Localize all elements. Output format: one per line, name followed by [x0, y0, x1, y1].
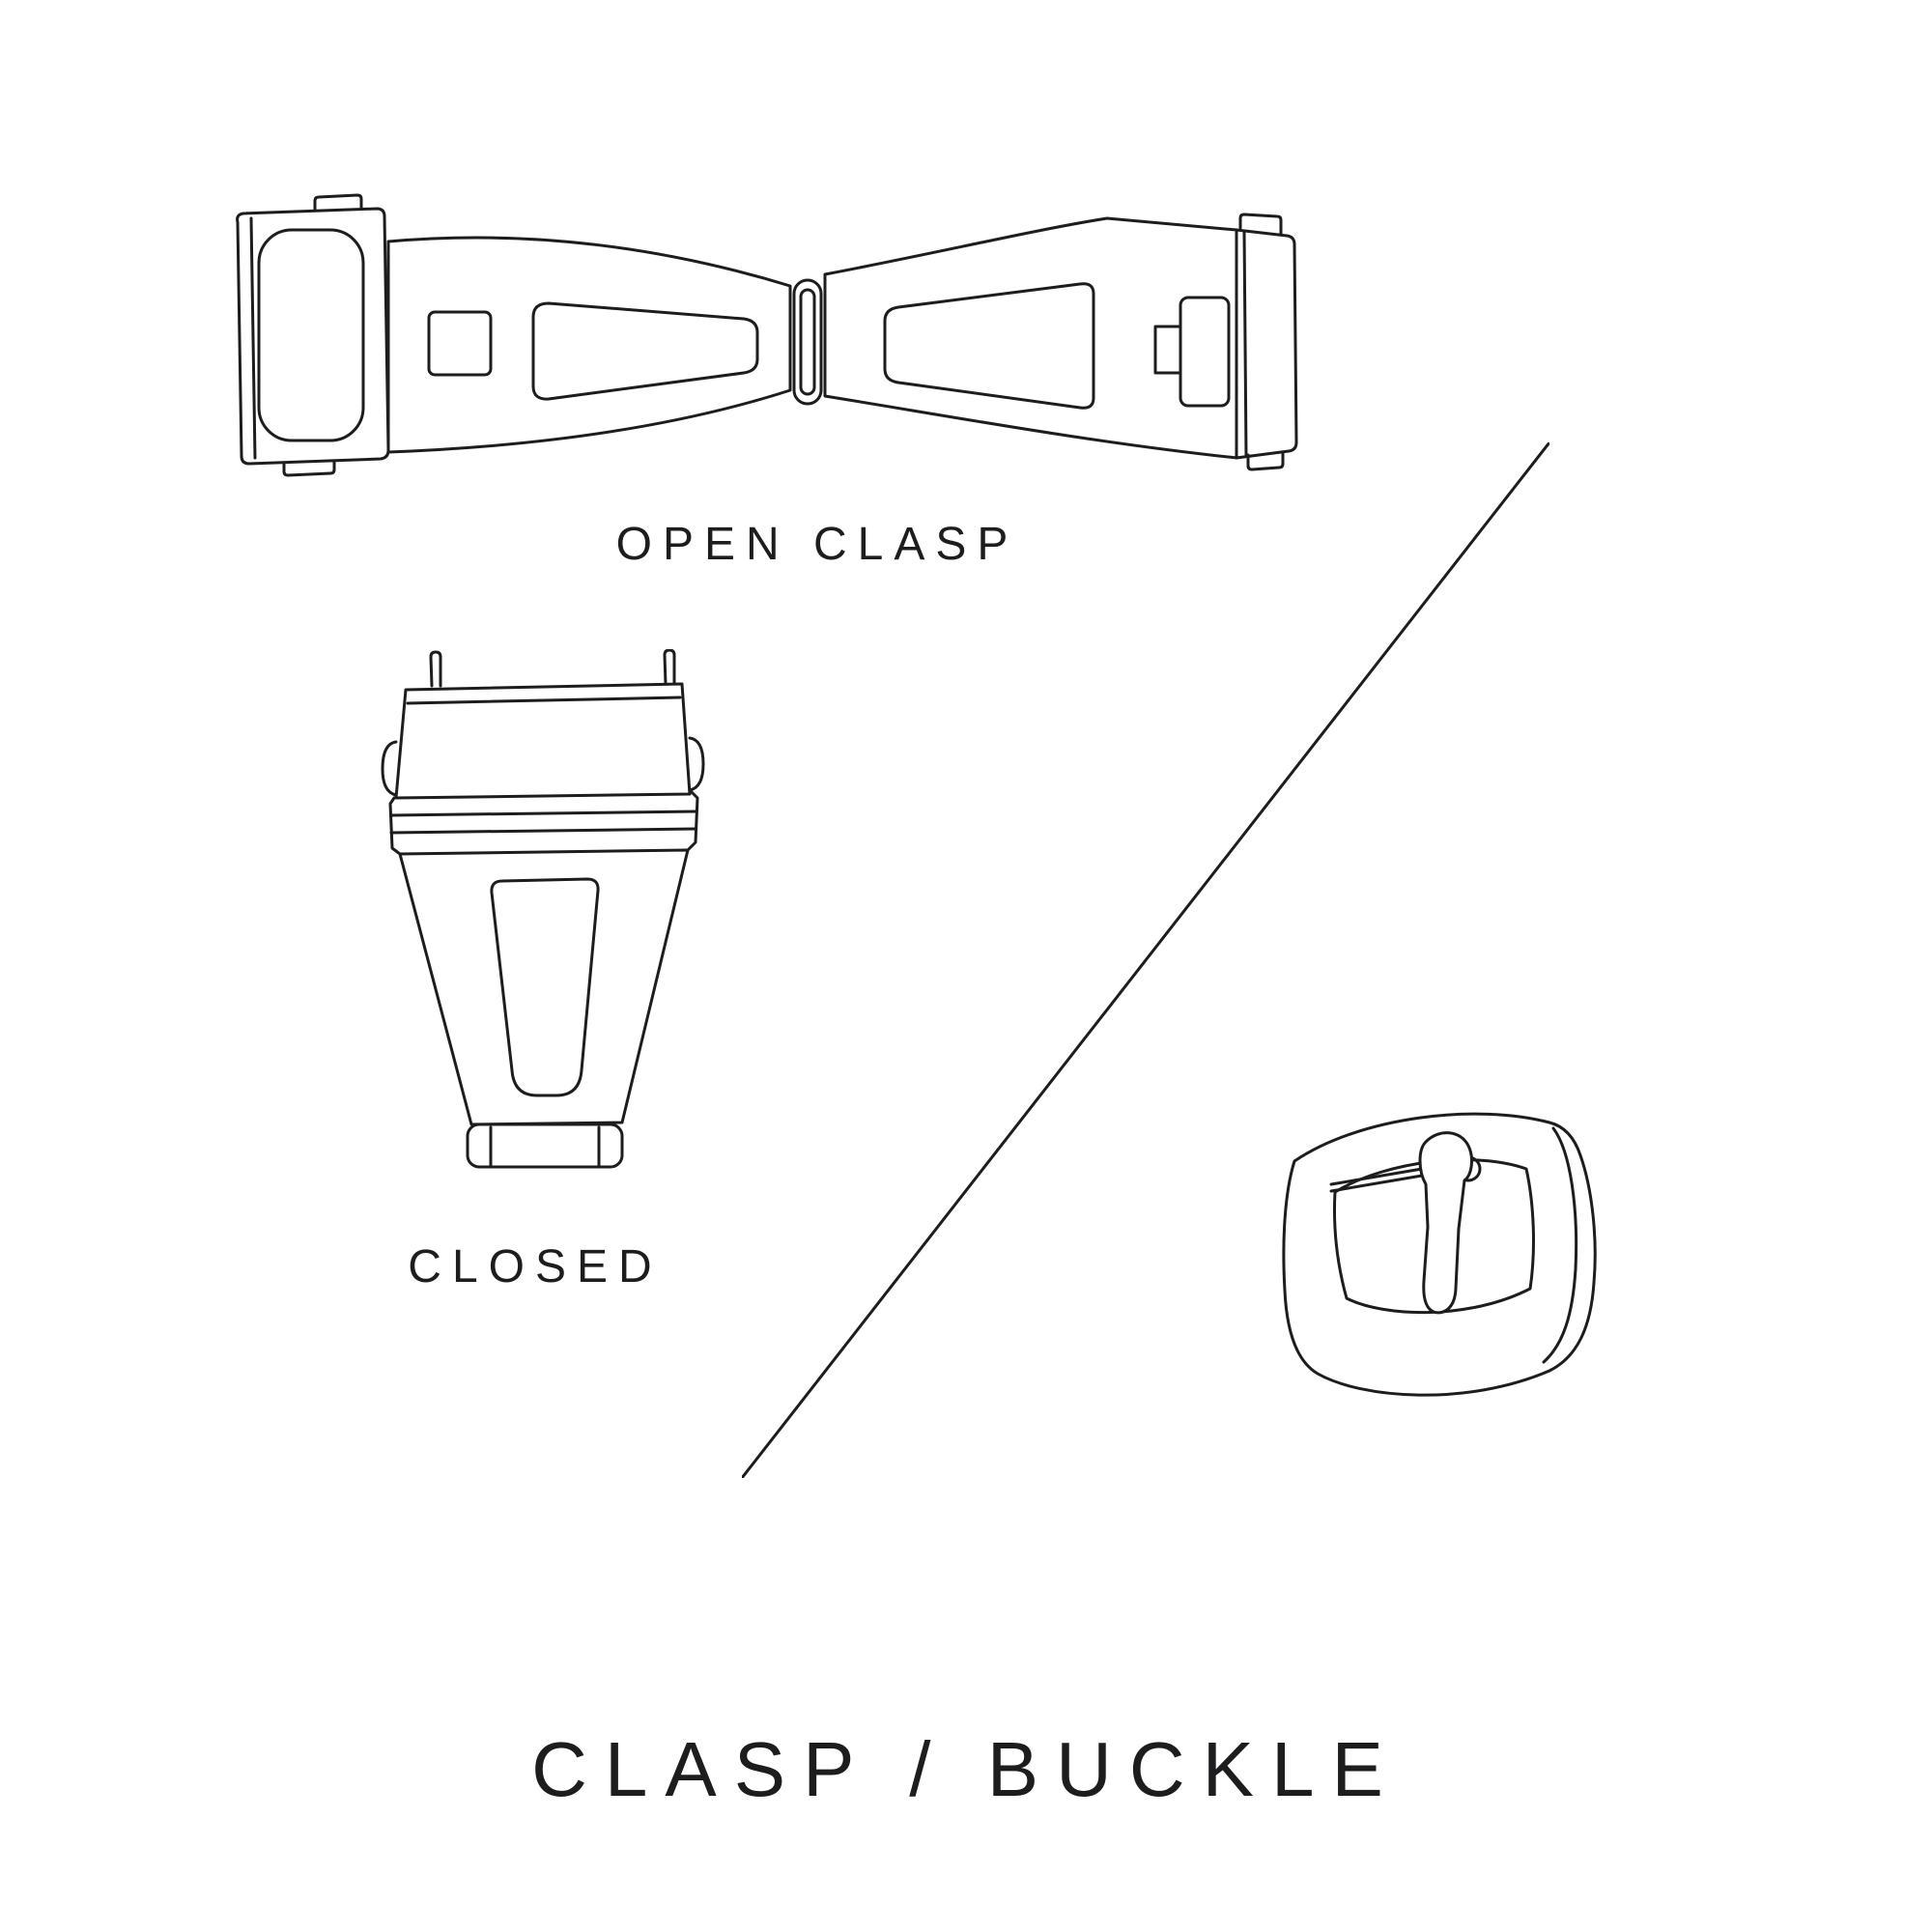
closed-clasp-label: CLOSED [408, 1241, 663, 1293]
open-clasp-right-blade [823, 216, 1238, 460]
buckle-drawing [1282, 1112, 1597, 1397]
open-clasp-left-blade [386, 236, 792, 454]
closed-clasp-bottom-cap [466, 1122, 624, 1169]
closed-clasp-fold-bands [388, 790, 699, 856]
open-clasp-drawing [236, 193, 1298, 477]
open-clasp-label: OPEN CLASP [615, 519, 1019, 570]
closed-clasp-body [398, 848, 690, 1126]
tang-buckle-illustration [1235, 1084, 1640, 1412]
open-clasp-right-end [1235, 213, 1298, 471]
buckle-prong [1418, 1131, 1473, 1315]
closed-clasp-prongs [429, 649, 676, 688]
closed-clasp-illustration [379, 649, 707, 1190]
closed-clasp-top-box [381, 682, 705, 800]
open-clasp-illustration [222, 184, 1304, 493]
page-title: CLASP / BUCKLE [531, 1726, 1401, 1812]
closed-clasp-drawing [381, 649, 705, 1169]
open-clasp-hinge [792, 278, 823, 406]
open-clasp-left-end [236, 193, 390, 477]
diagonal-divider-line [742, 442, 1549, 1478]
divider-drawing [742, 442, 1549, 1478]
